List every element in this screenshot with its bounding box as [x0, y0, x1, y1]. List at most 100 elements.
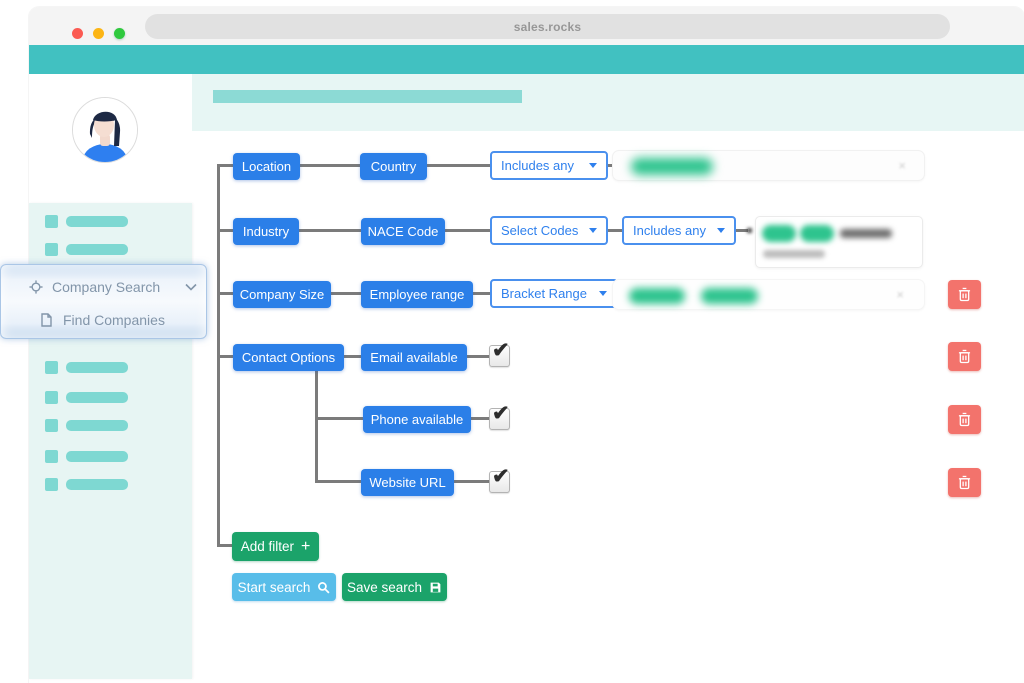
- plus-icon: +: [300, 537, 311, 555]
- filter-label: Email available: [370, 350, 458, 365]
- menu-label-placeholder: [66, 479, 128, 490]
- page-title-placeholder: [213, 90, 522, 103]
- filter-category-industry[interactable]: Industry: [233, 218, 299, 245]
- tree-connector: [299, 229, 361, 232]
- checkmark-icon: ✔: [492, 339, 510, 362]
- tree-connector: [315, 370, 318, 483]
- tree-connector: [315, 480, 361, 483]
- filter-label: Employee range: [369, 287, 465, 302]
- employee-range-values[interactable]: ×: [612, 279, 925, 310]
- start-search-button[interactable]: Start search: [232, 573, 336, 601]
- filter-category-contact-options[interactable]: Contact Options: [233, 344, 344, 371]
- filter-category-company-size[interactable]: Company Size: [233, 281, 331, 308]
- clear-value-icon[interactable]: ×: [898, 158, 906, 173]
- filter-field-website-url[interactable]: Website URL: [361, 469, 454, 496]
- chevron-down-icon: [185, 283, 197, 291]
- redacted-more-text: [840, 229, 892, 238]
- menu-icon-placeholder: [45, 419, 58, 432]
- app-topbar: [29, 45, 1024, 74]
- filter-label: Location: [241, 159, 292, 174]
- menu-icon-placeholder: [45, 243, 58, 256]
- filter-label: Country: [370, 159, 417, 174]
- save-search-label: Save search: [346, 579, 423, 595]
- filter-category-location[interactable]: Location: [233, 153, 300, 180]
- menu-icon-placeholder: [45, 478, 58, 491]
- delete-filter-button[interactable]: [948, 405, 981, 434]
- filter-field-employee-range[interactable]: Employee range: [361, 281, 473, 308]
- connector-dot-redacted: [747, 228, 752, 233]
- filter-label: Website URL: [369, 475, 446, 490]
- country-value-input[interactable]: ×: [612, 150, 925, 181]
- company-search-label: Company Search: [52, 279, 161, 295]
- menu-icon-placeholder: [45, 215, 58, 228]
- menu-icon-placeholder: [45, 391, 58, 404]
- filter-field-email-available[interactable]: Email available: [361, 344, 467, 371]
- phone-available-checkbox[interactable]: ✔: [489, 402, 510, 430]
- tree-connector: [331, 292, 361, 295]
- checkmark-icon: ✔: [492, 402, 510, 425]
- user-avatar: [72, 97, 138, 163]
- close-window-button[interactable]: [72, 28, 83, 39]
- tree-connector: [453, 480, 489, 483]
- delete-filter-button[interactable]: [948, 342, 981, 371]
- tree-connector: [219, 229, 233, 232]
- filter-label: NACE Code: [367, 224, 439, 239]
- website-url-checkbox[interactable]: ✔: [489, 465, 510, 493]
- filter-field-phone-available[interactable]: Phone available: [363, 406, 471, 433]
- operator-dropdown-nace[interactable]: Includes any: [622, 216, 736, 245]
- caret-down-icon: [589, 163, 597, 168]
- bracket-range-dropdown[interactable]: Bracket Range: [490, 279, 618, 308]
- trash-icon: [958, 287, 971, 302]
- select-codes-dropdown[interactable]: Select Codes: [490, 216, 608, 245]
- tree-connector: [607, 164, 615, 167]
- filter-label: Company Size: [239, 287, 325, 302]
- operator-dropdown-country[interactable]: Includes any: [490, 151, 608, 180]
- menu-label-placeholder: [66, 420, 128, 431]
- filter-field-country[interactable]: Country: [360, 153, 427, 180]
- crosshair-icon: [29, 280, 43, 294]
- caret-down-icon: [599, 291, 607, 296]
- nace-code-input[interactable]: [755, 216, 923, 268]
- tree-connector: [315, 417, 363, 420]
- dropdown-value: Includes any: [501, 158, 574, 173]
- tree-connector: [736, 229, 748, 232]
- tree-connector: [219, 292, 233, 295]
- sidebar-item-find-companies[interactable]: Find Companies: [1, 308, 206, 332]
- company-search-highlight: Company Search Find Companies: [0, 264, 207, 339]
- tree-connector: [472, 292, 490, 295]
- checkmark-icon: ✔: [492, 465, 510, 488]
- dropdown-value: Includes any: [633, 223, 706, 238]
- tree-connector: [607, 229, 622, 232]
- tree-connector: [343, 355, 361, 358]
- dropdown-value: Select Codes: [501, 223, 579, 238]
- add-filter-label: Add filter: [240, 539, 294, 554]
- delete-filter-button[interactable]: [948, 468, 981, 497]
- filter-label: Phone available: [370, 412, 464, 427]
- delete-filter-button[interactable]: [948, 280, 981, 309]
- sidebar-item-company-search[interactable]: Company Search: [1, 275, 206, 299]
- trash-icon: [958, 412, 971, 427]
- find-companies-label: Find Companies: [63, 312, 165, 328]
- trash-icon: [958, 475, 971, 490]
- email-available-checkbox[interactable]: ✔: [489, 339, 510, 367]
- tree-connector: [300, 164, 360, 167]
- tree-connector: [444, 229, 490, 232]
- search-icon: [318, 581, 330, 594]
- tree-connector: [217, 164, 220, 547]
- menu-label-placeholder: [66, 216, 128, 227]
- document-icon: [41, 313, 52, 327]
- add-filter-button[interactable]: Add filter +: [232, 532, 319, 561]
- clear-value-icon[interactable]: ×: [896, 287, 904, 302]
- menu-label-placeholder: [66, 451, 128, 462]
- caret-down-icon: [589, 228, 597, 233]
- address-bar[interactable]: sales.rocks: [145, 14, 950, 39]
- dropdown-value: Bracket Range: [501, 286, 587, 301]
- redacted-code-pill: [800, 225, 834, 242]
- menu-label-placeholder: [66, 362, 128, 373]
- filter-label: Industry: [242, 224, 290, 239]
- filter-field-nace-code[interactable]: NACE Code: [361, 218, 445, 245]
- minimize-window-button[interactable]: [93, 28, 104, 39]
- save-search-button[interactable]: Save search: [342, 573, 447, 601]
- zoom-window-button[interactable]: [114, 28, 125, 39]
